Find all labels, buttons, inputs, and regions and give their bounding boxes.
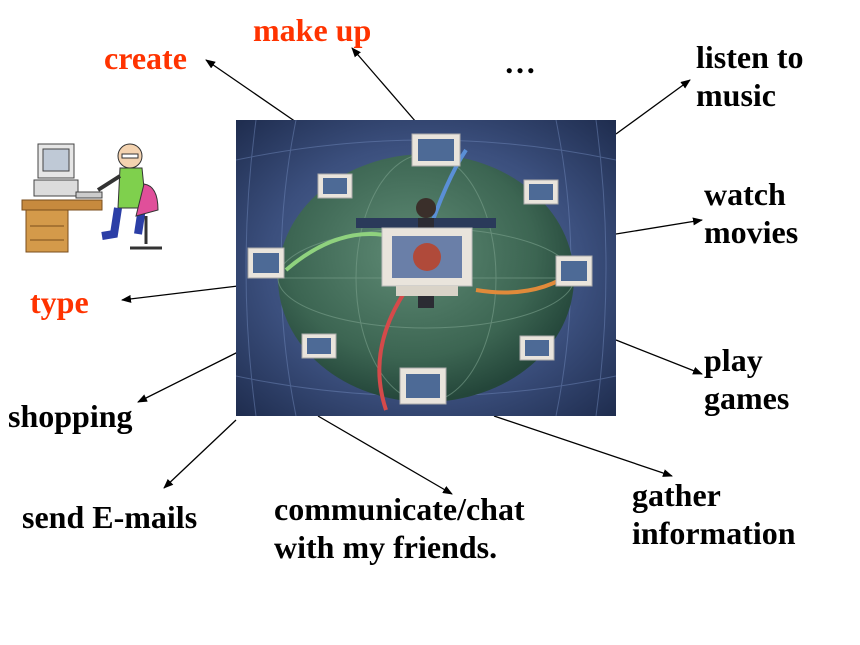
arrow-listen — [615, 79, 691, 135]
arrow-shopping — [137, 351, 239, 403]
label-shopping: shopping — [8, 398, 133, 434]
arrow-type — [121, 285, 239, 303]
arrow-play — [615, 339, 703, 375]
label-send-emails: send E-mails — [22, 499, 198, 535]
network-globe-illustration — [236, 120, 616, 416]
arrow-chat — [317, 415, 453, 495]
label-watch-movies: watch movies — [704, 175, 798, 251]
label-watch-line-1: watch — [704, 176, 786, 212]
label-play-line-2: games — [704, 380, 790, 416]
arrow-gather — [493, 415, 673, 477]
label-chat-line-2: with my friends. — [274, 529, 498, 565]
label-watch-line-2: movies — [704, 214, 799, 250]
label-listen-to-music: listen to music — [696, 38, 804, 114]
label-type: type — [30, 284, 89, 320]
label-ellipsis: … — [504, 44, 536, 80]
label-create: create — [104, 40, 187, 76]
label-listen-line-1: listen to — [696, 39, 804, 75]
arrow-send-emails — [163, 419, 237, 489]
label-gather-line-1: gather — [632, 477, 721, 513]
label-gather-information: gather information — [632, 476, 796, 552]
label-chat-line-1: communicate/chat — [274, 491, 525, 527]
label-communicate-chat: communicate/chat with my friends. — [274, 490, 525, 566]
label-play-games: play games — [704, 341, 789, 417]
label-gather-line-2: information — [632, 515, 796, 551]
label-make-up: make up — [253, 12, 372, 48]
label-play-line-1: play — [704, 342, 763, 378]
arrow-watch — [615, 217, 703, 235]
arrow-create — [205, 59, 297, 123]
arrow-make-up — [351, 47, 417, 123]
person-at-computer-icon — [21, 143, 162, 253]
label-listen-line-2: music — [696, 77, 776, 113]
